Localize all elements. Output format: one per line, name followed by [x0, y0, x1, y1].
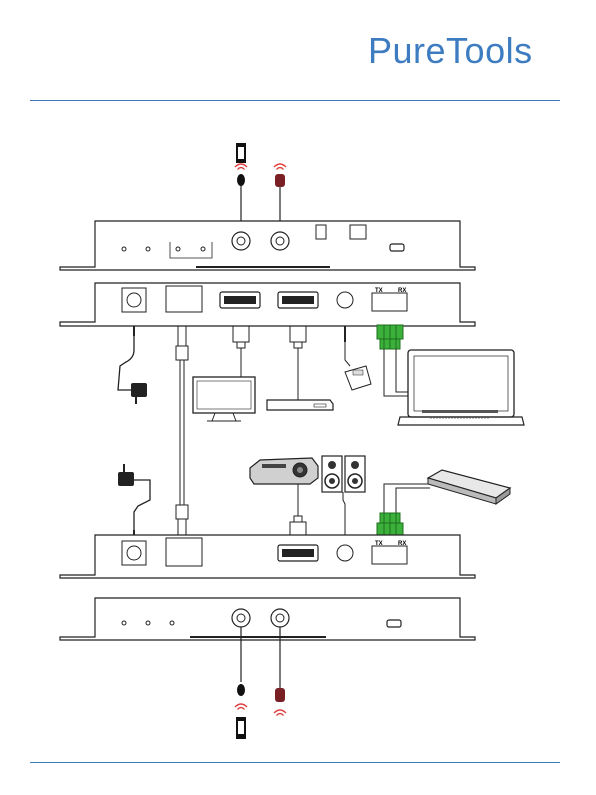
- phoenix-connector-bottom: [377, 484, 430, 537]
- power-adapter-top: [118, 326, 147, 404]
- rx-label-bottom: RX: [398, 541, 406, 547]
- laptop: [398, 350, 524, 425]
- tv-display: [193, 377, 255, 421]
- media-player: [267, 400, 333, 410]
- audio-jack-cable: [345, 326, 371, 390]
- speakers: [322, 456, 365, 540]
- phoenix-connector-top: [377, 325, 408, 396]
- projector: [250, 458, 318, 538]
- lan-cable: [176, 326, 188, 539]
- power-adapter-bottom: [118, 464, 150, 540]
- ir-emitter-top: [235, 143, 247, 232]
- rx-label-top: RX: [398, 288, 406, 294]
- tx-rear-panel: TX RX: [60, 283, 475, 326]
- control-device: [428, 470, 510, 504]
- hdmi-cable-display: [233, 326, 249, 377]
- hdmi-cable-player: [290, 326, 306, 400]
- rx-front-panel: [60, 598, 475, 640]
- rx-rear-panel: TX RX: [60, 535, 475, 578]
- tx-label-bottom: TX: [375, 541, 383, 547]
- tx-label-top: TX: [375, 288, 383, 294]
- ir-emitter-bottom: [235, 627, 247, 739]
- tx-front-panel: [60, 221, 475, 270]
